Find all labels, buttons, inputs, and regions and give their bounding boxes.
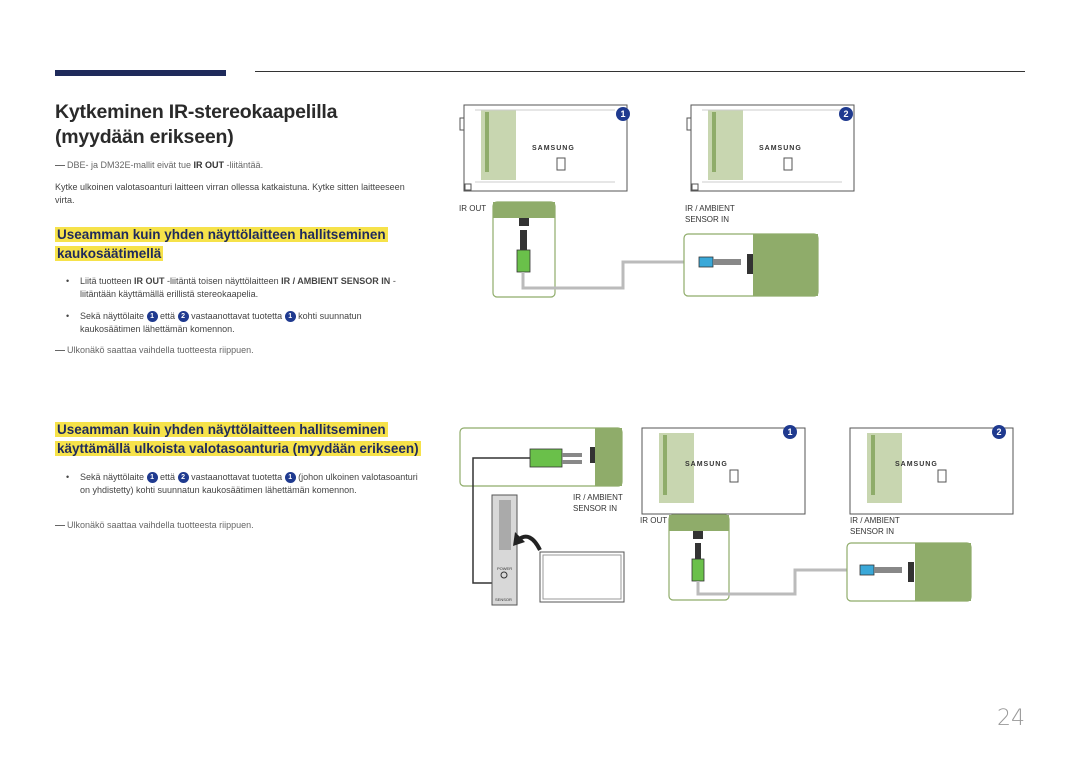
monitor-2-brand: SAMSUNG — [759, 145, 802, 152]
ir-out-label-top: IR OUT — [459, 204, 487, 213]
section1-bullet-2: •Sekä näyttölaite 1 että 2 vastaanottava… — [66, 311, 362, 334]
section1-heading: Useamman kuin yhden näyttölaitteen halli… — [55, 227, 388, 261]
section2-note: Ulkonäkö saattaa vaihdella tuotteesta ri… — [55, 519, 254, 531]
badge-1-top: 1 — [616, 107, 630, 121]
model-note: DBE- ja DM32E-mallit eivät tue IR OUT -l… — [55, 159, 435, 171]
diagram-external-sensor: POWER SENSOR SAMSUNG SAMSUNG — [459, 427, 1014, 606]
monitor-2b-brand: SAMSUNG — [895, 461, 938, 468]
badge-2-top: 2 — [839, 107, 853, 121]
monitor-2 — [686, 104, 855, 192]
sensor-name-label: SENSOR — [495, 597, 512, 602]
section1-bullet-1: •Liitä tuotteen IR OUT -liitäntä toisen … — [66, 276, 396, 299]
page-number: 24 — [997, 706, 1025, 731]
diagram-ir-cable: SAMSUNG SAMSUNG — [459, 104, 855, 298]
sensor-power-label: POWER — [497, 566, 512, 571]
intro-text: Kytke ulkoinen valotasoanturi laitteen v… — [55, 182, 405, 205]
section1-note: Ulkonäkö saattaa vaihdella tuotteesta ri… — [55, 344, 254, 356]
badge-2-bottom: 2 — [992, 425, 1006, 439]
section2-heading: Useamman kuin yhden näyttölaitteen halli… — [55, 422, 421, 456]
badge-1-bottom: 1 — [783, 425, 797, 439]
section2-bullet-1: •Sekä näyttölaite 1 että 2 vastaanottava… — [66, 472, 418, 495]
monitor-1b-brand: SAMSUNG — [685, 461, 728, 468]
monitor-1-brand: SAMSUNG — [532, 145, 575, 152]
header-accent-bar — [55, 70, 226, 76]
page-title: Kytkeminen IR-stereokaapelilla (myydään … — [55, 101, 338, 148]
header-rule — [255, 71, 1025, 72]
monitor-1 — [459, 104, 628, 192]
ir-out-label-bottom: IR OUT — [640, 516, 668, 525]
